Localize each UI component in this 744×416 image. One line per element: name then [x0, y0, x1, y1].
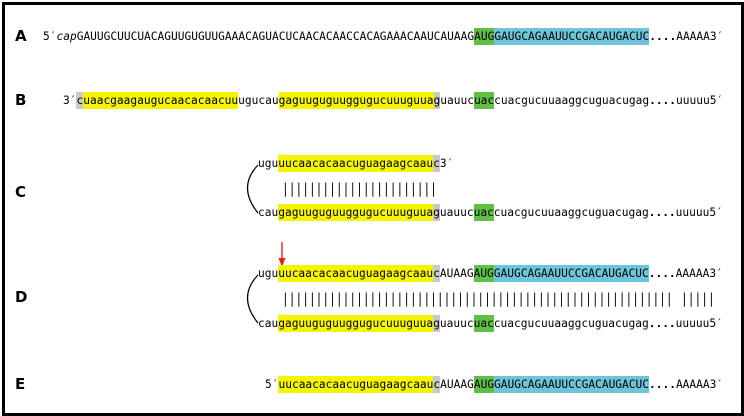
panel-label-a: A — [15, 27, 27, 45]
ellipsis: .... — [648, 317, 676, 330]
anticodon-uac: uac — [473, 315, 494, 332]
loop-end: cau — [258, 206, 279, 219]
panel-b-antisense-sequence: 3′cuaacgaagaugucaacacaacuuugucaugaguugug… — [63, 92, 723, 109]
start-codon-aug: AUG — [474, 28, 495, 45]
utr-sequence: GAUUGCUUCUACAGUUGUGUUGAAACAGUACUCAACACAA… — [76, 30, 475, 43]
panel-d-base-pairing: ||||||||||||||||||||||||||||||||||||||||… — [282, 291, 673, 308]
panel-c-hairpin-top-strand: uguuucaacacaacuguagaagcaauc3′ — [258, 155, 453, 172]
panel-d-top-strand: uguuucaacacaacuguagaagcaaucAUAAGAUGGAUGC… — [258, 265, 723, 282]
anticodon-uac: uac — [473, 92, 495, 109]
spacer-sequence: uauuc — [440, 94, 474, 107]
poly-u-tail: uuuuu5′ — [675, 317, 723, 330]
spacer-sequence: uauuc — [439, 317, 474, 330]
gray-nucleotide-2: g — [433, 204, 440, 221]
gray-nucleotide-2: g — [433, 315, 440, 332]
gray-nucleotide-2: g — [433, 92, 441, 109]
downstream-sequence: cuacgucuuaaggcuguacugag — [494, 94, 650, 107]
panel-d-tail-pairing: ||||| — [681, 291, 715, 308]
three-prime-end: 3′ — [63, 94, 77, 107]
panel-c-base-pairing: ||||||||||||||||||||||| — [282, 181, 437, 198]
cleavage-arrow-icon — [278, 242, 286, 267]
start-codon-aug: AUG — [473, 376, 495, 393]
ellipsis: .... — [648, 378, 676, 391]
five-prime-end: 5′ — [265, 378, 279, 391]
downstream-sequence: cuacgucuuaaggcuguacugag — [493, 206, 649, 219]
spacer-sequence: uauuc — [439, 206, 474, 219]
anticodon-uac: uac — [473, 204, 494, 221]
coding-sequence: GAUGCAGAAUUCCGACAUGACUC — [494, 28, 650, 45]
panel-label-d: D — [15, 288, 28, 306]
utr-sequence: AUAAG — [439, 267, 474, 280]
poly-a-tail: AAAAA3′ — [675, 378, 724, 391]
yellow-segment-top: uucaacacaacuguagaagcaau — [278, 265, 434, 282]
coding-sequence: GAUGCAGAAUUCCGACAUGACUC — [493, 265, 649, 282]
panel-label-b: B — [15, 91, 27, 109]
ellipsis: .... — [648, 267, 676, 280]
panel-d-bottom-strand: caugaguuguguuggugucuuuguuaguauucuaccuacg… — [258, 315, 723, 332]
panel-e-product-sequence: 5′uucaacacaacuguagaagcaaucAUAAGAUGGAUGCA… — [265, 376, 723, 393]
poly-u-tail: uuuuu5′ — [675, 206, 723, 219]
loop-start: ugu — [258, 267, 279, 280]
panel-d-loop-curve — [246, 274, 259, 324]
loop-end: cau — [258, 317, 279, 330]
start-codon-aug: AUG — [473, 265, 494, 282]
loop-sequence: ugucau — [238, 94, 279, 107]
yellow-segment-2: gaguuguguuggugucuuuguua — [278, 92, 434, 109]
loop-start: ugu — [258, 157, 279, 170]
gray-nucleotide: c — [433, 376, 441, 393]
panel-label-e: E — [15, 375, 26, 393]
gray-nucleotide: c — [76, 92, 84, 109]
panel-c-hairpin-bottom-strand: caugaguuguguuggugucuuuguuaguauucuaccuacg… — [258, 204, 723, 221]
coding-sequence: GAUGCAGAAUUCCGACAUGACUC — [494, 376, 649, 393]
downstream-sequence: cuacgucuuaaggcuguacugag — [493, 317, 649, 330]
yellow-segment-top: uucaacacaacuguagaagcaau — [278, 155, 434, 172]
poly-u-tail: uuuuu5′ — [676, 94, 724, 107]
cap-label: cap — [56, 30, 77, 43]
poly-a-tail: AAAAA3′ — [676, 30, 724, 43]
yellow-segment-bottom: gaguuguguuggugucuuuguua — [278, 315, 434, 332]
panel-a-mrna-sequence: 5′capGAUUGCUUCUACAGUUGUGUUGAAACAGUACUCAA… — [43, 28, 723, 45]
yellow-segment-bottom: gaguuguguuggugucuuuguua — [278, 204, 434, 221]
panel-c-loop-curve — [246, 164, 259, 214]
poly-a-tail: AAAAA3′ — [675, 267, 723, 280]
yellow-segment: uucaacacaacuguagaagcaau — [278, 376, 434, 393]
ellipsis: .... — [649, 94, 677, 107]
ellipsis: .... — [649, 30, 677, 43]
five-prime-end: 5′ — [43, 30, 57, 43]
ellipsis: .... — [648, 206, 676, 219]
gray-nucleotide: c — [433, 265, 440, 282]
utr-sequence: AUAAG — [440, 378, 474, 391]
yellow-segment-1: uaacgaagaugucaacacaacuu — [83, 92, 239, 109]
three-prime-end: 3′ — [439, 157, 454, 170]
panel-label-c: C — [15, 183, 27, 201]
gray-nucleotide: c — [433, 155, 440, 172]
